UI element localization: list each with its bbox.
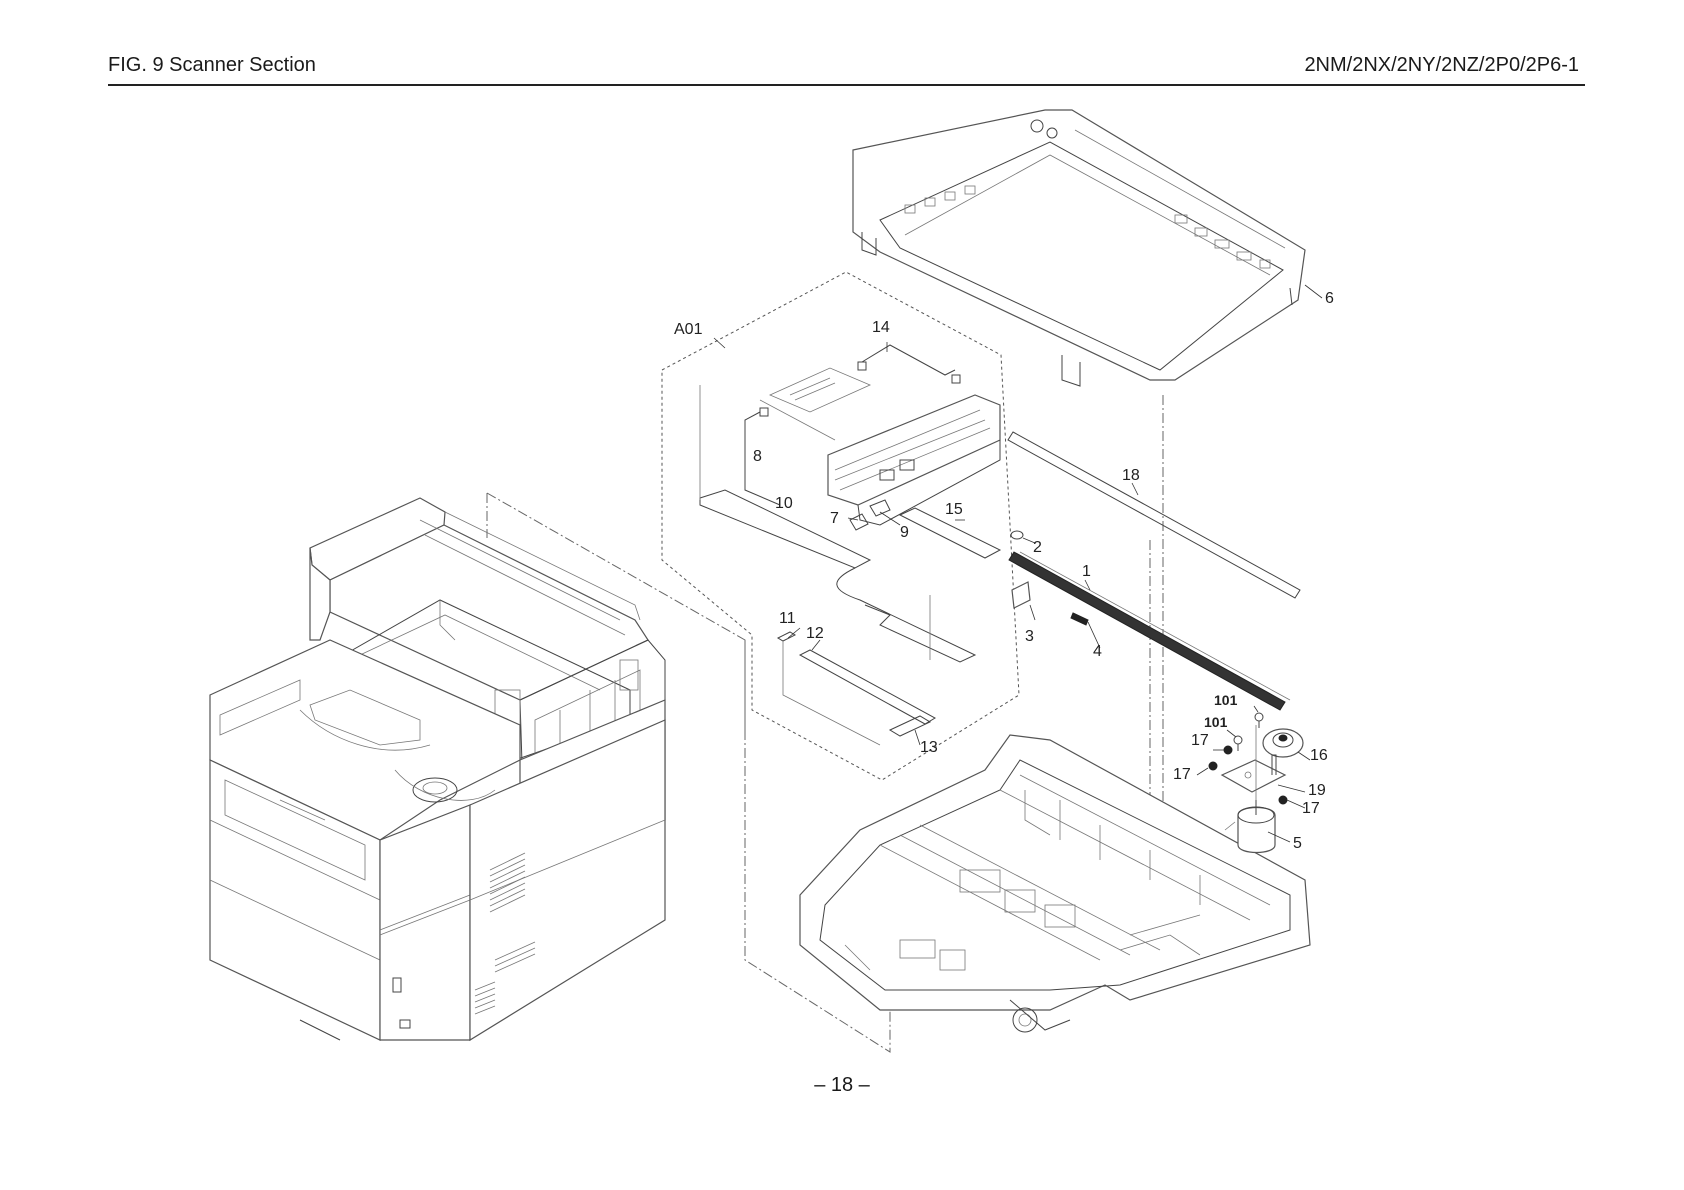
callout-10: 10 <box>775 495 793 512</box>
callout-5: 5 <box>1293 835 1302 852</box>
screw-101b <box>1233 735 1243 751</box>
scanner-base <box>799 734 1311 1033</box>
callout-a01: A01 <box>674 321 703 338</box>
header-rule <box>108 84 1585 86</box>
screw-101a <box>1254 712 1264 728</box>
part-2 <box>1010 530 1024 540</box>
callout-18: 18 <box>1122 467 1140 484</box>
scanner-top-cover <box>852 109 1306 387</box>
callout-2: 2 <box>1033 539 1042 556</box>
callout-101b: 101 <box>1204 714 1228 730</box>
callout-14: 14 <box>872 319 890 336</box>
model-codes: 2NM/2NX/2NY/2NZ/2P0/2P6-1 <box>1304 54 1579 76</box>
shaft-18 <box>1007 431 1301 599</box>
flat-cable-10 <box>699 489 872 569</box>
callout-17c: 17 <box>1302 800 1320 817</box>
nut-17a <box>1223 745 1233 755</box>
a01-assembly-boundary <box>661 271 1020 781</box>
motor-assembly <box>1208 712 1304 854</box>
printer-body <box>209 497 666 1042</box>
harness-14 <box>861 344 956 376</box>
callout-3: 3 <box>1025 628 1034 645</box>
callout-11: 11 <box>779 610 796 627</box>
callout-19: 19 <box>1308 782 1326 799</box>
part-12 <box>798 649 937 725</box>
scanner-carriage <box>759 361 1001 526</box>
callout-12: 12 <box>806 625 824 642</box>
part-13 <box>888 715 932 737</box>
harness-8 <box>744 411 781 506</box>
belt-1 <box>1008 551 1286 711</box>
callout-6: 6 <box>1325 290 1334 307</box>
callout-16: 16 <box>1310 747 1328 764</box>
plate-19 <box>1220 759 1287 793</box>
part-4 <box>1070 612 1089 626</box>
part-9 <box>869 499 891 517</box>
page-number: – 18 – <box>814 1074 870 1096</box>
figure-title: FIG. 9 Scanner Section <box>108 54 316 76</box>
callout-7: 7 <box>830 510 839 527</box>
part-3 <box>1011 581 1031 609</box>
callout-9: 9 <box>900 524 909 541</box>
nut-17c <box>1278 795 1288 805</box>
callout-101a: 101 <box>1214 692 1238 708</box>
callout-17b: 17 <box>1173 766 1191 783</box>
part-7 <box>849 513 869 531</box>
part-11 <box>776 631 797 642</box>
callout-13: 13 <box>920 739 938 756</box>
callout-8: 8 <box>753 448 762 465</box>
callout-1: 1 <box>1082 563 1091 580</box>
gear-16 <box>1262 728 1304 758</box>
callout-4: 4 <box>1093 643 1102 660</box>
guide-line-3 <box>744 640 891 1053</box>
nut-17b <box>1208 761 1218 771</box>
callout-15: 15 <box>945 501 963 518</box>
callout-17a: 17 <box>1191 732 1209 749</box>
leader-lines <box>713 284 1323 843</box>
flat-cable-15 <box>898 507 1002 559</box>
